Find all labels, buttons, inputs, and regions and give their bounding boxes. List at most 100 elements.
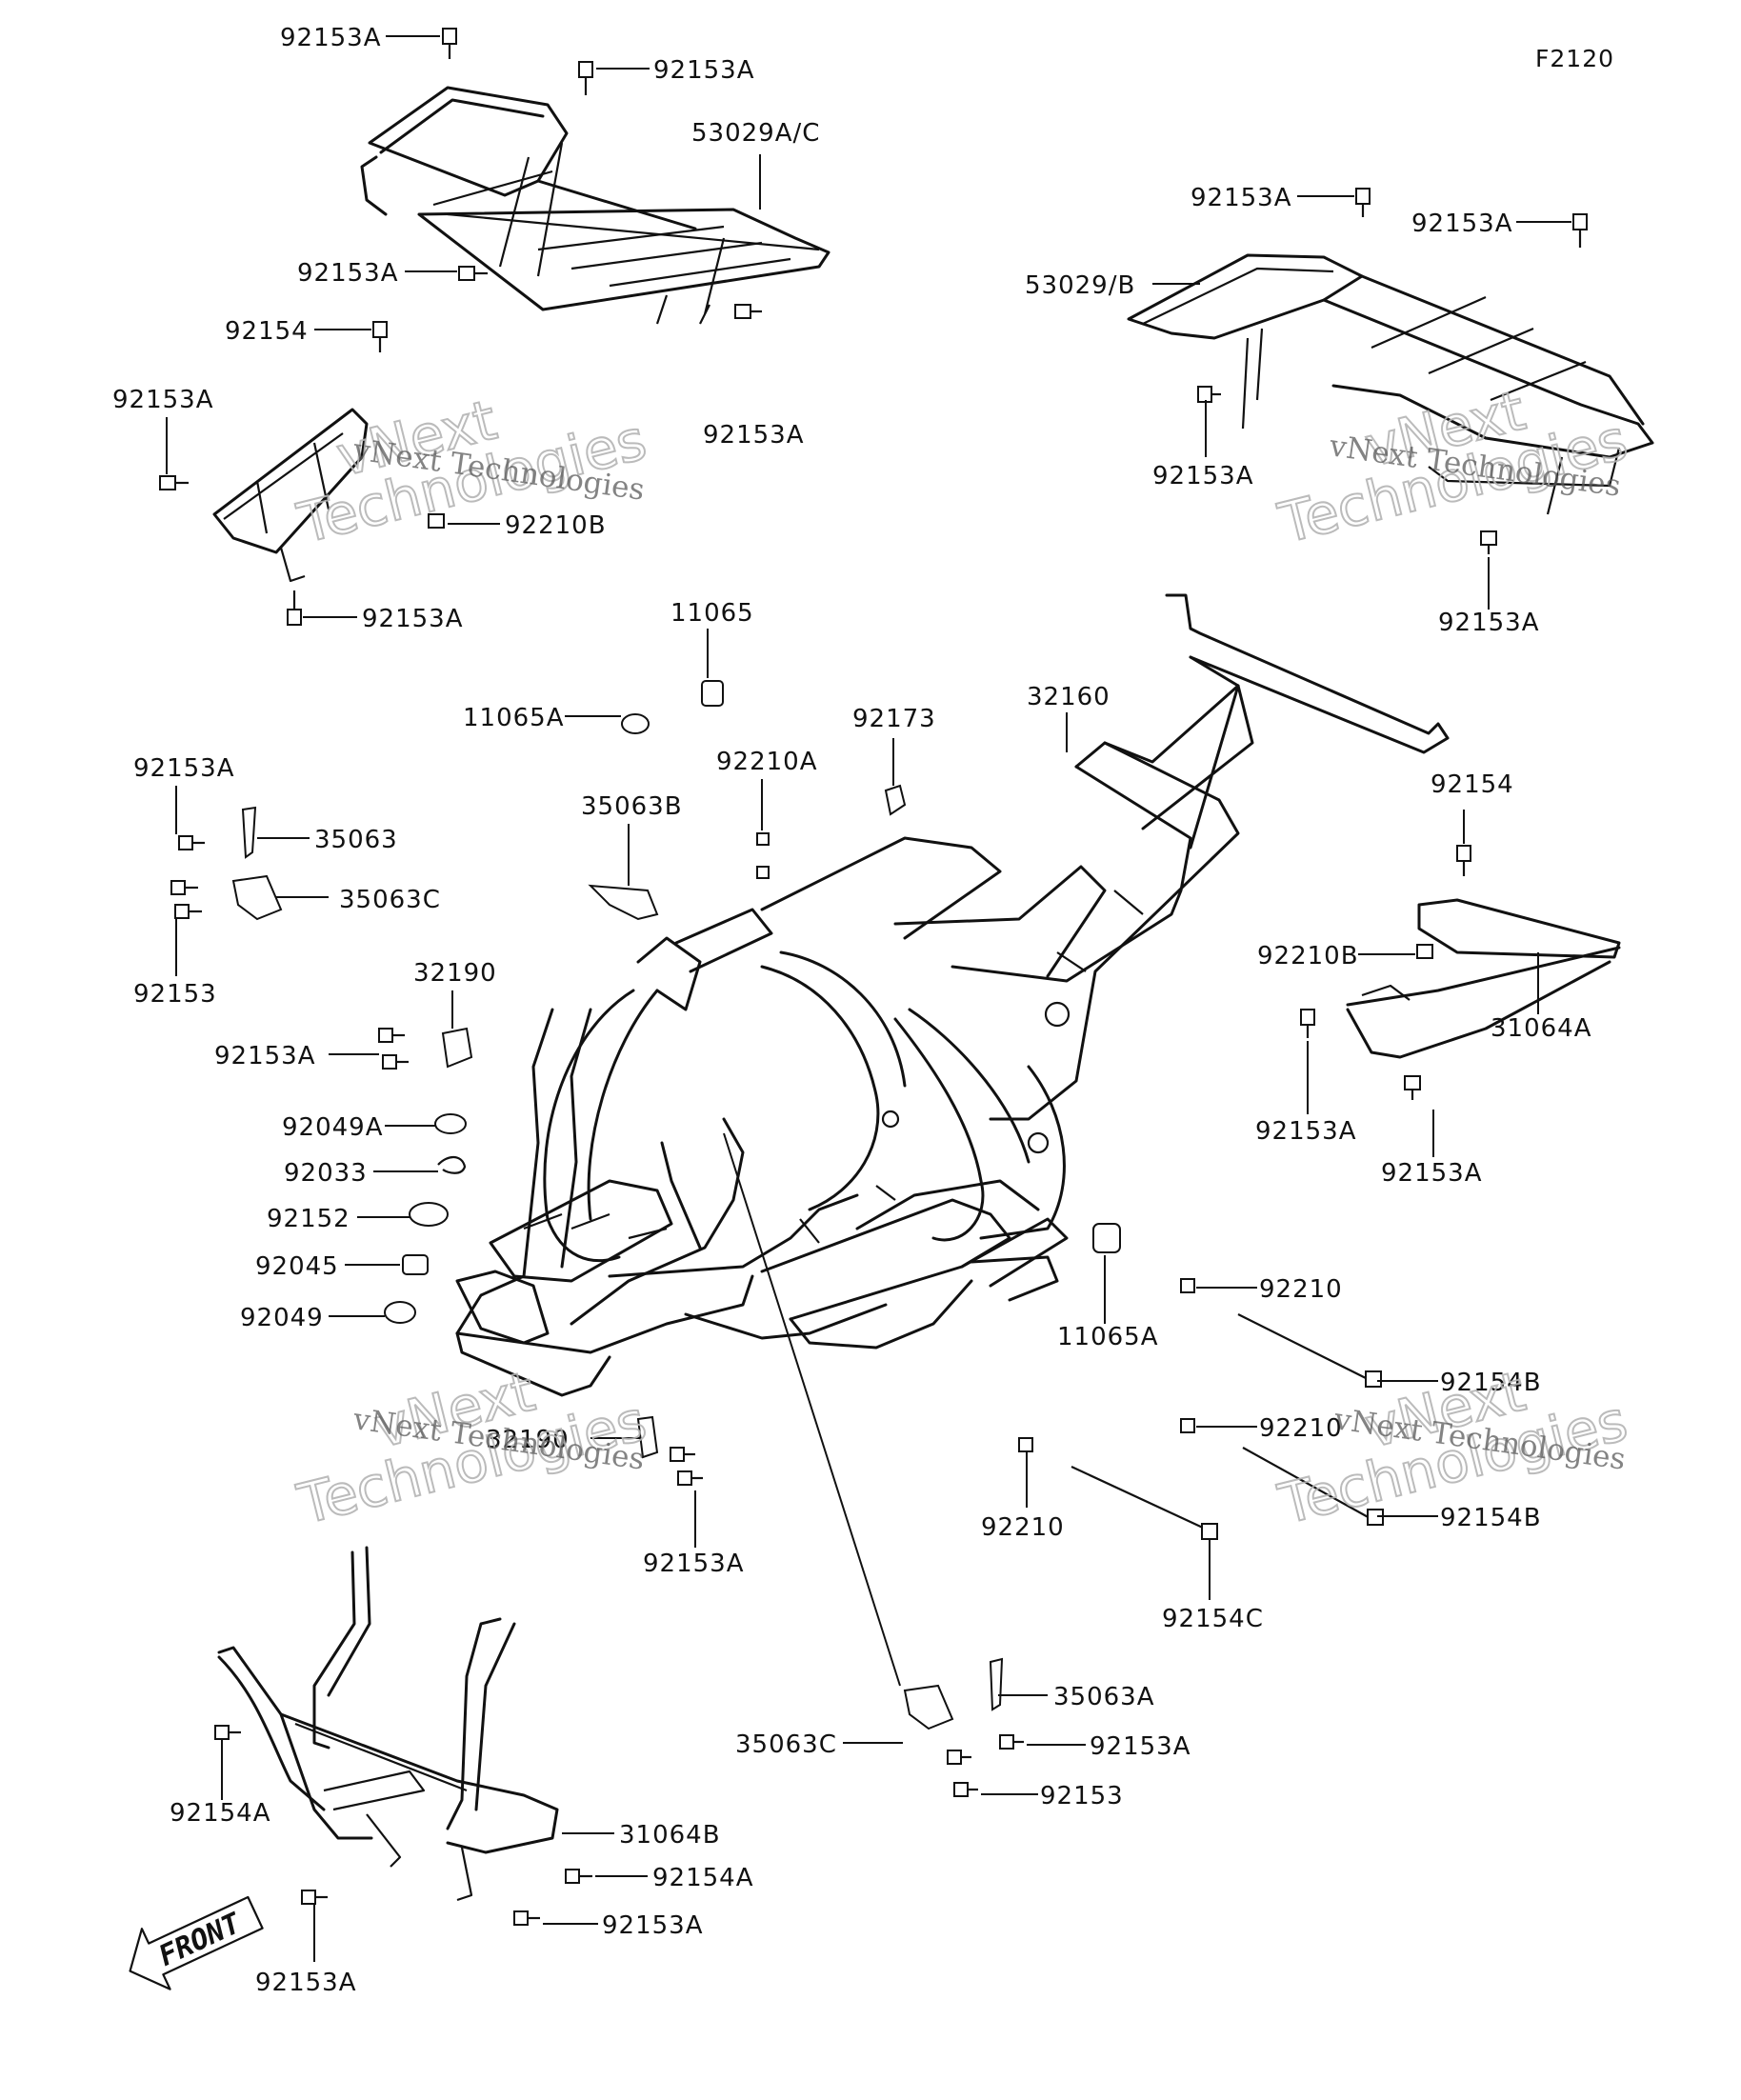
nut-92210b xyxy=(428,513,445,529)
label-11065a: 11065A xyxy=(1057,1323,1159,1351)
bolt-92153a-4 xyxy=(734,304,762,319)
nut-92210a xyxy=(756,832,770,879)
label-92153a: 92153A xyxy=(1191,184,1292,212)
label-35063b: 35063B xyxy=(581,792,683,821)
label-92153a: 92153A xyxy=(280,24,382,52)
bolt-92154b-1 xyxy=(1237,1313,1382,1388)
bracket-35063 xyxy=(241,806,257,859)
label-92210: 92210 xyxy=(1259,1275,1343,1304)
bracket-32190-b xyxy=(636,1415,659,1459)
bolt-92153a-14 xyxy=(378,1028,405,1043)
bolt-92153a-7 xyxy=(1355,188,1371,217)
label-92153a: 92153A xyxy=(602,1911,704,1940)
label-92153a: 92153A xyxy=(1255,1117,1357,1146)
label-92153a: 92153A xyxy=(362,605,464,633)
label-32190: 32190 xyxy=(486,1426,570,1454)
figure-code: F2120 xyxy=(1535,45,1614,72)
bolt-92153a-9 xyxy=(1197,386,1221,403)
bracket-35063c xyxy=(231,874,283,921)
label-92210: 92210 xyxy=(1259,1414,1343,1443)
nut-92049a xyxy=(434,1113,467,1134)
label-92153a: 92153A xyxy=(297,259,399,288)
bolt-92153a-6 xyxy=(287,590,302,626)
label-92153a: 92153A xyxy=(653,56,755,85)
label-92154c: 92154C xyxy=(1162,1605,1264,1633)
nut-92152 xyxy=(409,1202,449,1227)
plug-11065a-r xyxy=(1092,1223,1121,1253)
label-92154b: 92154B xyxy=(1440,1369,1542,1397)
label-92210b: 92210B xyxy=(1257,942,1359,970)
front-direction-arrow: FRONT xyxy=(129,1895,264,1990)
plug-11065 xyxy=(701,680,724,707)
label-35063c: 35063C xyxy=(735,1730,837,1759)
front-bumper-31064b xyxy=(217,1546,559,1902)
bolt-92153a-12 xyxy=(1300,1009,1315,1038)
label-92153a: 92153A xyxy=(133,754,235,783)
bracket-35063a xyxy=(989,1657,1004,1711)
label-11065a: 11065A xyxy=(463,704,565,732)
label-92154a: 92154A xyxy=(652,1864,754,1892)
bolt-92154-r xyxy=(1456,845,1471,876)
bolt-92154a-2 xyxy=(565,1869,592,1884)
bolt-92153a-8 xyxy=(1572,213,1588,248)
main-frame xyxy=(455,593,1450,1397)
label-92049: 92049 xyxy=(240,1304,324,1332)
label-92153a: 92153A xyxy=(1438,609,1540,637)
label-92154: 92154 xyxy=(225,317,309,346)
label-31064a: 31064A xyxy=(1491,1014,1592,1043)
label-32160: 32160 xyxy=(1027,683,1111,711)
label-92154a: 92154A xyxy=(170,1799,271,1828)
label-92153a: 92153A xyxy=(1152,462,1254,490)
bolt-92154 xyxy=(372,321,388,352)
label-35063c: 35063C xyxy=(339,886,441,914)
bracket-32190 xyxy=(441,1027,473,1069)
rear-footrest-bracket xyxy=(212,408,369,583)
label-92173: 92173 xyxy=(852,705,936,733)
label-92210a: 92210A xyxy=(716,748,818,776)
nut-92210-1 xyxy=(1180,1278,1195,1293)
label-92153a: 92153A xyxy=(1090,1732,1191,1761)
nut-92210-3 xyxy=(1018,1437,1033,1452)
label-92210: 92210 xyxy=(981,1513,1065,1542)
bolt-92153a-2 xyxy=(578,61,593,95)
bolt-92153-3 xyxy=(947,1750,971,1765)
bolt-92153-1 xyxy=(170,880,198,895)
bolt-92154c xyxy=(1071,1466,1218,1540)
clip-92033 xyxy=(437,1155,467,1174)
label-92049a: 92049A xyxy=(282,1113,384,1142)
leader-lines xyxy=(166,35,1571,1962)
bumper-31064a xyxy=(1346,898,1621,1059)
bolt-92153a-1 xyxy=(442,28,457,59)
label-92210b: 92210B xyxy=(505,511,607,540)
part-labels: 92153A 92153A 53029A/C 92153A 92154 9215… xyxy=(112,24,1592,1997)
label-92154: 92154 xyxy=(1431,770,1514,799)
bolt-92153-4 xyxy=(953,1782,978,1797)
bolt-92153a-15 xyxy=(382,1054,409,1070)
label-92154b: 92154B xyxy=(1440,1504,1542,1532)
front-carrier-rack xyxy=(1127,253,1654,515)
clamp-11065a xyxy=(621,713,650,734)
bolt-92153-2 xyxy=(174,904,202,919)
label-92153: 92153 xyxy=(133,980,217,1009)
label-31064b: 31064B xyxy=(619,1821,721,1850)
bolt-92153a-13 xyxy=(1404,1075,1421,1100)
rear-carrier-rack xyxy=(360,86,830,325)
bolt-92153a-17 xyxy=(677,1470,703,1486)
bolt-92153a-19 xyxy=(513,1910,540,1926)
nut-92210b-r xyxy=(1416,944,1433,959)
label-92033: 92033 xyxy=(284,1159,368,1188)
hardware xyxy=(159,28,1588,1926)
nut-92210-2 xyxy=(1180,1418,1195,1433)
label-53029-b: 53029/B xyxy=(1025,271,1135,300)
front-label: FRONT xyxy=(154,1907,247,1973)
label-92153a: 92153A xyxy=(1381,1159,1483,1188)
label-92153: 92153 xyxy=(1040,1782,1124,1810)
label-92153a: 92153A xyxy=(214,1042,316,1070)
label-92152: 92152 xyxy=(267,1205,350,1233)
label-92153a: 92153A xyxy=(255,1969,357,1997)
nut-92045 xyxy=(402,1254,429,1275)
bracket-35063c-b xyxy=(903,1684,954,1730)
nut-92049 xyxy=(384,1301,416,1324)
label-35063: 35063 xyxy=(314,826,398,854)
